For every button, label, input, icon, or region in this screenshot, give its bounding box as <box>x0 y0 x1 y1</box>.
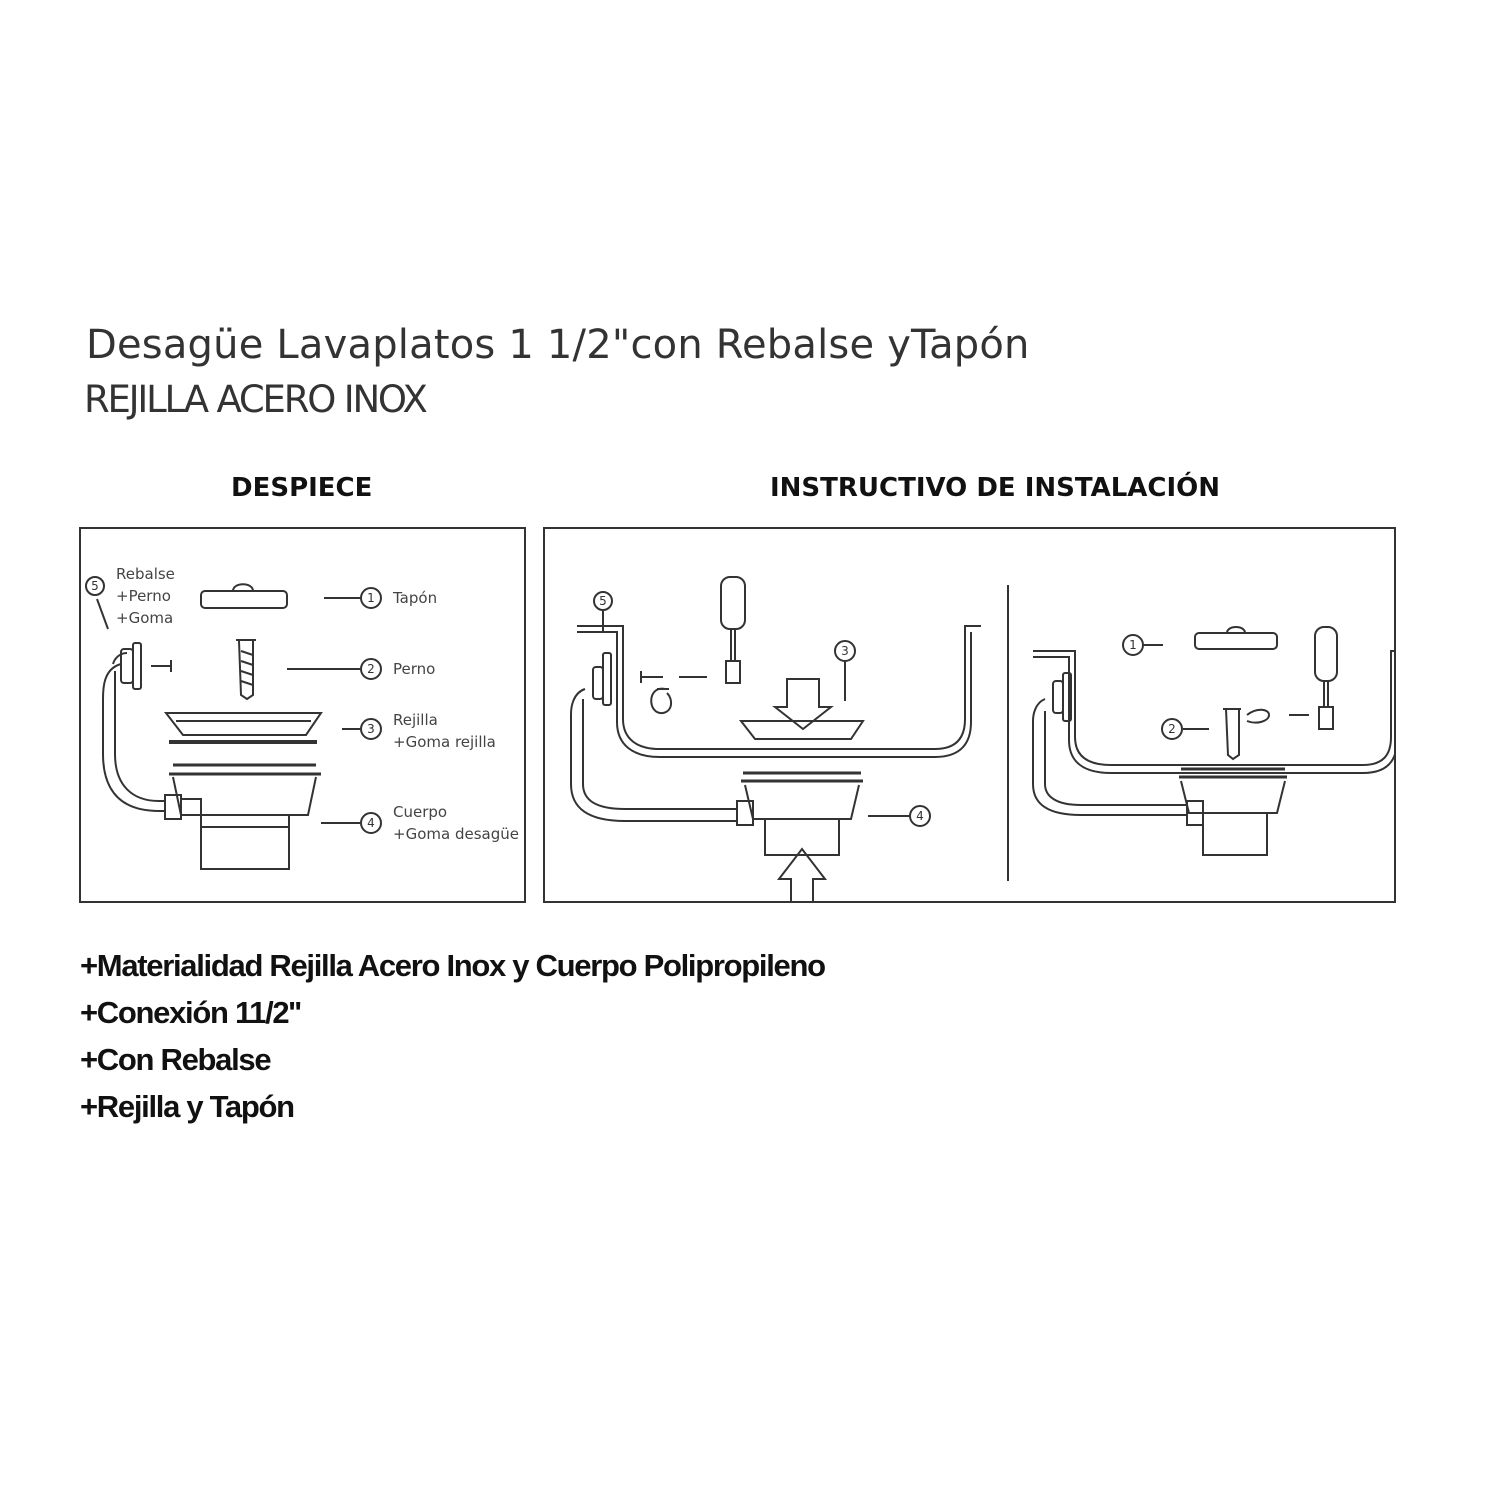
drain-body <box>172 776 317 816</box>
features-list: +Materialidad Rejilla Acero Inox y Cuerp… <box>80 946 826 1134</box>
instructivo-panel: 5 3 4 1 2 <box>543 527 1401 903</box>
step1-callout-3: 3 <box>841 644 849 658</box>
step1-up-arrow <box>776 847 828 903</box>
part-label-rejilla: Rejilla <box>393 711 438 729</box>
exploded-view-diagram: 5 1 2 3 4 Rebalse +Perno +Goma Tapón Per… <box>85 565 519 870</box>
step2-stopper <box>1194 632 1278 650</box>
part-label-rebalse-goma: +Goma <box>116 609 173 627</box>
step1-drain-body <box>764 818 840 856</box>
callout-circle-3 <box>360 718 382 740</box>
step2-sink <box>1033 650 1401 766</box>
step2-drain-body <box>1202 812 1268 856</box>
callout-number-2: 2 <box>367 662 375 676</box>
step2-screwdriver <box>1314 626 1338 682</box>
feature-item-connection: +Conexión 11/2'' <box>80 995 302 1030</box>
callout-circle-1 <box>360 587 382 609</box>
feature-item-overflow: +Con Rebalse <box>80 1042 272 1077</box>
part-label-tapon: Tapón <box>392 589 437 607</box>
step2-callout-2: 2 <box>1168 722 1176 736</box>
callout-number-4: 4 <box>367 816 375 830</box>
step1-overflow-pipe <box>570 688 737 822</box>
step1-callout-circle-4 <box>909 805 931 827</box>
feature-item-strainer: +Rejilla y Tapón <box>80 1089 295 1124</box>
part-label-goma-desague: +Goma desagüe <box>393 825 519 843</box>
step2-illustration <box>1032 626 1401 856</box>
callout-circle-4 <box>360 812 382 834</box>
callout-number-1: 1 <box>367 591 375 605</box>
step2-callout-circle-2 <box>1161 718 1183 740</box>
overflow-pipe <box>102 663 165 812</box>
callout-circle-5 <box>85 576 105 596</box>
despiece-heading: DESPIECE <box>231 473 373 503</box>
despiece-panel: 5 1 2 3 4 Rebalse +Perno +Goma Tapón Per… <box>79 527 526 903</box>
page-subtitle: REJILLA ACERO INOX <box>84 378 428 421</box>
part-label-goma-rejilla: +Goma rejilla <box>393 733 496 751</box>
step2-callout-1: 1 <box>1129 638 1137 652</box>
drain-outlet <box>200 814 290 870</box>
callout-number-5: 5 <box>91 579 99 593</box>
part-label-rebalse: Rebalse <box>116 565 175 583</box>
step1-callout-circle-3 <box>834 640 856 662</box>
part-label-perno: Perno <box>393 660 435 678</box>
step1-sink <box>577 625 981 750</box>
step1-down-arrow <box>772 678 834 731</box>
step2-callout-circle-1 <box>1122 634 1144 656</box>
step1-illustration <box>570 576 981 903</box>
step1-callout-5: 5 <box>599 594 607 608</box>
installation-diagram: 5 3 4 1 2 <box>570 576 1401 903</box>
part-label-rebalse-perno: +Perno <box>116 587 171 605</box>
instructivo-heading: INSTRUCTIVO DE INSTALACIÓN <box>770 473 1221 503</box>
strainer-part <box>163 712 323 736</box>
part-label-cuerpo: Cuerpo <box>393 803 447 821</box>
feature-item-material: +Materialidad Rejilla Acero Inox y Cuerp… <box>80 948 826 983</box>
callout-circle-2 <box>360 658 382 680</box>
page-title: Desagüe Lavaplatos 1 1/2"con Rebalse yTa… <box>86 322 1030 368</box>
step1-callout-4: 4 <box>916 809 924 823</box>
callout-number-3: 3 <box>367 722 375 736</box>
step1-screwdriver <box>720 576 746 630</box>
stopper-part <box>200 590 288 609</box>
step2-overflow-pipe <box>1032 698 1187 816</box>
step1-strainer <box>738 720 865 740</box>
